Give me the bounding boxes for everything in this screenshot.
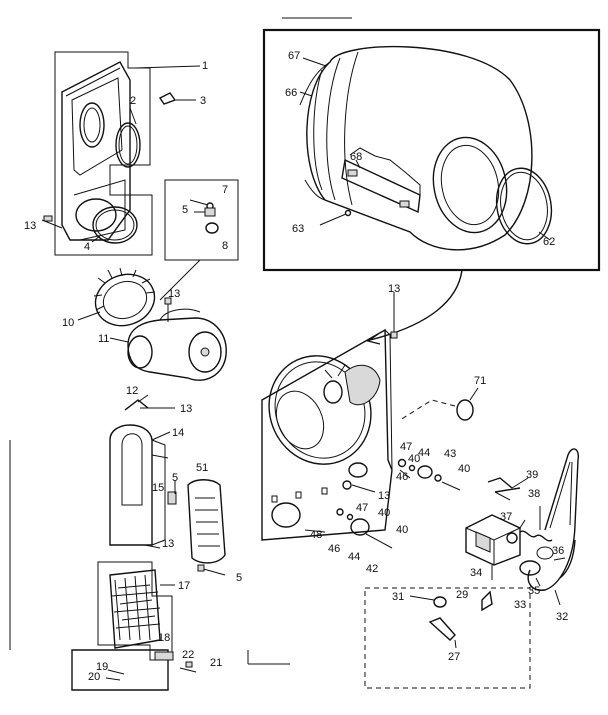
label-part-38: 38 bbox=[528, 488, 540, 500]
label-part-18: 18 bbox=[158, 632, 170, 644]
label-part-46-lower: 46 bbox=[328, 543, 340, 555]
label-part-47-lower: 47 bbox=[356, 502, 368, 514]
label-part-39: 39 bbox=[526, 469, 538, 481]
label-part-48: 48 bbox=[310, 529, 322, 541]
label-part-5-bottom: 5 bbox=[236, 572, 242, 584]
label-part-68: 68 bbox=[350, 151, 362, 163]
label-part-51: 51 bbox=[196, 462, 208, 474]
label-part-11: 11 bbox=[98, 333, 109, 345]
label-part-8: 8 bbox=[222, 240, 228, 252]
label-part-40-lower-a: 40 bbox=[378, 507, 390, 519]
heater-group bbox=[71, 561, 197, 691]
label-part-13-bulkhead-lower: 13 bbox=[378, 490, 390, 502]
label-part-40-upper-b: 40 bbox=[458, 463, 470, 475]
drum-assembly-group bbox=[262, 28, 601, 272]
label-part-47-upper: 47 bbox=[400, 441, 412, 453]
label-part-66: 66 bbox=[285, 87, 297, 99]
label-part-13-duct: 13 bbox=[24, 220, 36, 232]
label-part-42: 42 bbox=[366, 563, 378, 575]
label-part-29: 29 bbox=[456, 589, 468, 601]
fastener-kit-group bbox=[159, 179, 239, 301]
label-part-62: 62 bbox=[543, 236, 555, 248]
label-part-34: 34 bbox=[470, 567, 482, 579]
label-part-13-clip: 13 bbox=[180, 403, 192, 415]
label-part-67: 67 bbox=[288, 50, 300, 62]
label-part-2: 2 bbox=[130, 95, 136, 107]
label-part-13-blower: 13 bbox=[168, 288, 180, 300]
label-part-71: 71 bbox=[474, 375, 486, 387]
label-part-5-duct: 5 bbox=[172, 472, 178, 484]
label-part-31: 31 bbox=[392, 591, 404, 603]
blower-group bbox=[77, 267, 227, 381]
label-part-15: 15 bbox=[152, 482, 164, 494]
lint-duct-group bbox=[109, 394, 226, 576]
label-part-13-bulkhead: 13 bbox=[388, 283, 400, 295]
label-part-44-upper: 44 bbox=[418, 447, 430, 459]
label-part-36: 36 bbox=[552, 545, 564, 557]
label-part-17: 17 bbox=[178, 580, 190, 592]
label-part-1: 1 bbox=[202, 60, 208, 72]
part-labels: 1 2 3 4 5 7 8 13 13 10 11 12 13 14 15 5 … bbox=[24, 50, 568, 683]
label-part-19: 19 bbox=[96, 661, 108, 673]
drum-arrow bbox=[369, 269, 463, 341]
duct-cover-group bbox=[41, 51, 201, 256]
label-part-40-lower-b: 40 bbox=[396, 524, 408, 536]
label-part-44-lower: 44 bbox=[348, 551, 360, 563]
label-part-10: 10 bbox=[62, 317, 74, 329]
label-part-7: 7 bbox=[222, 184, 228, 196]
label-part-35: 35 bbox=[528, 585, 540, 597]
label-part-21: 21 bbox=[210, 657, 222, 669]
label-part-3: 3 bbox=[200, 95, 206, 107]
label-part-14: 14 bbox=[172, 427, 184, 439]
rear-bulkhead-group bbox=[261, 292, 398, 541]
seal-71-group bbox=[399, 387, 479, 421]
label-part-32: 32 bbox=[556, 611, 568, 623]
label-part-5-kit: 5 bbox=[182, 204, 188, 216]
label-part-12: 12 bbox=[126, 385, 138, 397]
idler-bracket-group bbox=[364, 587, 531, 689]
label-part-40-upper-a: 40 bbox=[408, 453, 420, 465]
motor-group bbox=[465, 448, 580, 606]
label-part-13-duct-bottom: 13 bbox=[162, 538, 174, 550]
label-part-4: 4 bbox=[84, 241, 90, 253]
label-part-43: 43 bbox=[444, 448, 456, 460]
label-part-33: 33 bbox=[514, 599, 526, 611]
label-part-22: 22 bbox=[182, 649, 194, 661]
label-part-63: 63 bbox=[292, 223, 304, 235]
label-part-20: 20 bbox=[88, 671, 100, 683]
label-part-27: 27 bbox=[448, 651, 460, 663]
drum bbox=[299, 46, 553, 251]
label-part-37: 37 bbox=[500, 511, 512, 523]
idler-parts-group bbox=[336, 458, 461, 549]
drum-box bbox=[262, 28, 601, 272]
label-part-46-upper: 46 bbox=[396, 471, 408, 483]
